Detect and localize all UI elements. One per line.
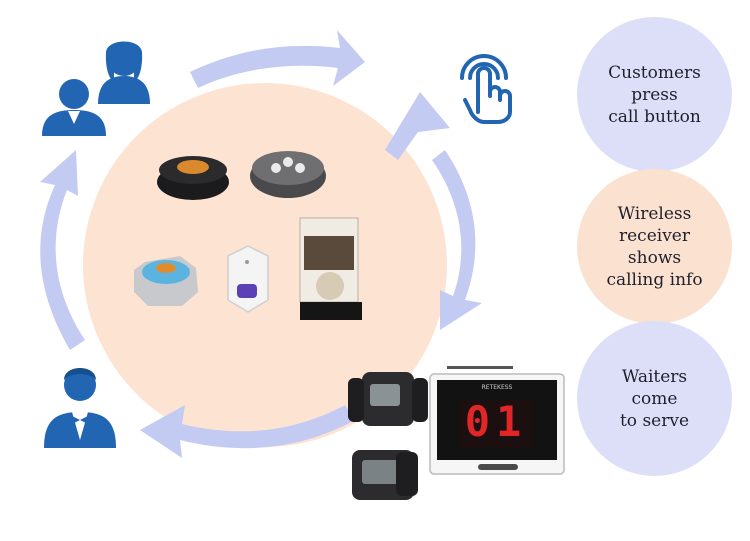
menu-stand xyxy=(299,217,362,320)
arrow-inner xyxy=(385,92,450,160)
step-receiver-shows: Wireless receiver shows calling info xyxy=(577,169,732,324)
step-waiters-serve-text: Waiters come to serve xyxy=(619,366,690,431)
step-receiver-shows-text: Wireless receiver shows calling info xyxy=(606,203,703,290)
call-button-black xyxy=(157,156,229,200)
receiver-led-display: 01 xyxy=(464,397,528,446)
wrist-pager-bottom xyxy=(352,450,418,500)
arrow-top xyxy=(190,30,365,88)
cycle-arrows xyxy=(40,30,482,458)
customers-icon xyxy=(42,41,150,136)
step-waiters-serve: Waiters come to serve xyxy=(577,321,732,476)
step-customers-press: Customers press call button xyxy=(577,17,732,172)
hand-tap-icon xyxy=(460,54,512,124)
waiter-icon xyxy=(44,368,116,448)
wireless-receiver xyxy=(429,366,565,475)
wrist-pager-top xyxy=(348,372,428,426)
receiver-brand: RETEKESS xyxy=(481,384,513,391)
step-customers-press-text: Customers press call button xyxy=(608,62,701,127)
call-button-grey xyxy=(250,151,326,198)
call-button-white xyxy=(227,245,269,313)
arrow-bottom xyxy=(140,405,355,458)
arrow-left xyxy=(40,150,85,350)
call-button-octagon xyxy=(134,256,198,306)
arrow-right xyxy=(432,150,482,330)
